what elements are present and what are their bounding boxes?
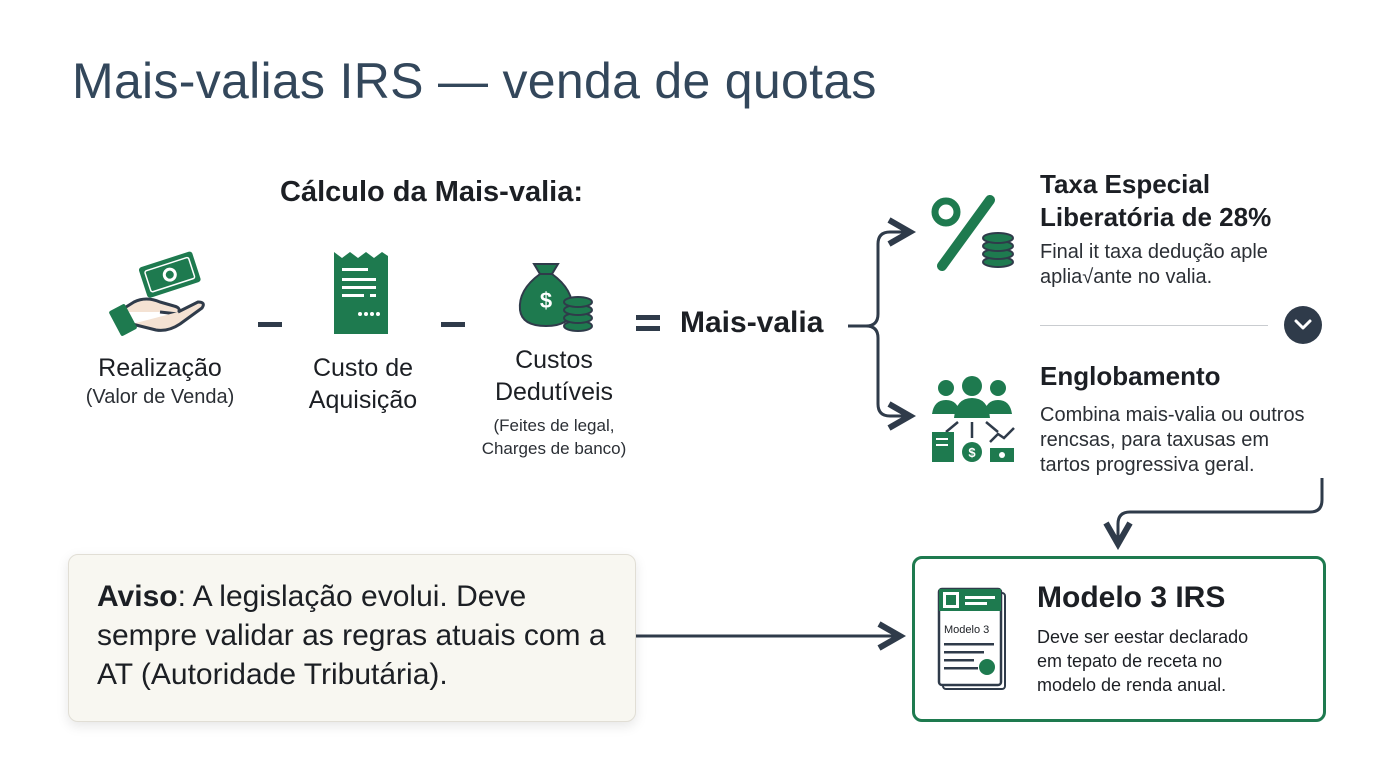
calculation-heading: Cálculo da Mais-valia:	[280, 176, 583, 208]
term-custo-aquisicao: Custo de Aquisição	[270, 352, 456, 416]
warning-text: Aviso: A legislação evolui. Deve sempre …	[97, 577, 617, 694]
option-englobamento: Englobamento Combina mais-valia ou outro…	[1040, 360, 1305, 478]
term-label-line2: Dedutíveis	[494, 378, 614, 406]
receipt-icon	[330, 250, 390, 336]
minus-operator	[441, 322, 465, 327]
term-custos-dedutiveis: Custos Dedutíveis (Feites de legal, Char…	[454, 344, 654, 460]
minus-operator	[258, 322, 282, 327]
term-realizacao: Realização (Valor de Venda)	[60, 352, 260, 410]
options-divider	[1040, 325, 1268, 326]
option-title: Englobamento	[1040, 361, 1221, 391]
option-desc-line3: tartos progressiva geral.	[1040, 454, 1255, 476]
equals-operator-bottom	[636, 326, 660, 331]
modelo-3-box: Modelo 3 Modelo 3 IRS Deve ser eestar de…	[912, 556, 1326, 722]
term-label-line1: Custos	[515, 346, 593, 374]
term-label: Realização	[98, 354, 222, 382]
chevron-down-icon	[1294, 319, 1312, 330]
term-sublabel-line2: Charges de banco)	[481, 439, 627, 458]
warning-message: : A legislação evolui. Deve sempre valid…	[97, 580, 606, 691]
model-desc-line1: Deve ser eestar declarado	[1037, 627, 1249, 647]
option-desc-line2: rencsas, para taxusas em	[1040, 429, 1269, 451]
warning-box: Aviso: A legislação evolui. Deve sempre …	[68, 554, 636, 722]
warning-label: Aviso	[97, 580, 178, 613]
form-document-icon: Modelo 3	[935, 587, 1007, 691]
term-sublabel: (Valor de Venda)	[85, 386, 235, 408]
model-description: Deve ser eestar declarado em tepato de r…	[1037, 625, 1248, 697]
option-taxa-especial: Taxa Especial Liberatória de 28% Final i…	[1040, 168, 1271, 290]
option-desc-line2: aplia√ante no valia.	[1040, 266, 1213, 288]
hand-money-icon	[109, 250, 208, 338]
svg-text:$: $	[968, 445, 976, 460]
term-sublabel-line1: (Feites de legal,	[493, 416, 615, 435]
money-bag-icon: $	[512, 250, 596, 334]
result-label: Mais-valia	[680, 306, 824, 339]
option-title-line2: Liberatória de 28%	[1040, 202, 1272, 232]
term-label-line2: Aquisição	[308, 386, 418, 414]
document-label: Modelo 3	[944, 624, 989, 636]
term-label-line1: Custo de	[312, 354, 414, 382]
people-income-icon: $	[928, 376, 1018, 466]
model-title: Modelo 3 IRS	[1037, 581, 1226, 614]
percent-coins-icon	[928, 194, 1018, 274]
svg-text:$: $	[540, 288, 552, 313]
model-desc-line3: modelo de renda anual.	[1037, 675, 1227, 695]
option-title-line1: Taxa Especial	[1040, 169, 1211, 199]
option-desc-line1: Final it taxa dedução aple	[1040, 241, 1268, 263]
expand-button[interactable]	[1284, 306, 1322, 344]
equals-operator-top	[636, 315, 660, 320]
option-desc-line1: Combina mais-valia ou outros	[1040, 404, 1305, 426]
model-desc-line2: em tepato de receta no	[1037, 651, 1223, 671]
page-title: Mais-valias IRS — venda de quotas	[72, 53, 877, 109]
